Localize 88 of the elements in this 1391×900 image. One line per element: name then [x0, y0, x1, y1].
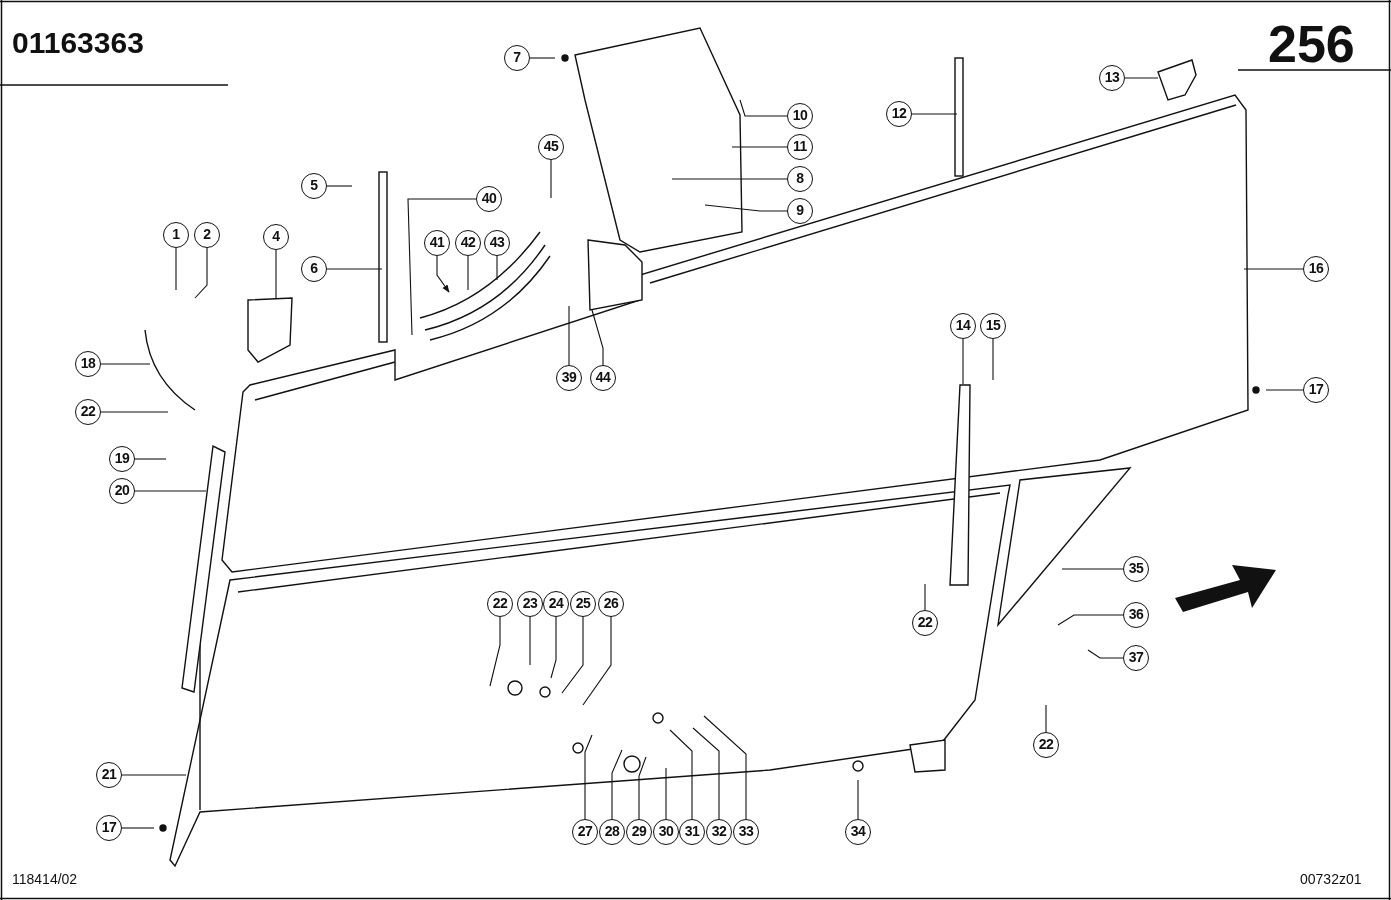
- leader-line: [275, 249, 277, 299]
- leader-line: [529, 616, 531, 666]
- callout-number: 17: [1303, 377, 1329, 403]
- leader-line: [407, 198, 477, 336]
- callout-number: 37: [1123, 645, 1149, 671]
- leader-line: [704, 204, 788, 212]
- leader-line: [134, 490, 207, 492]
- callout-number: 18: [75, 351, 101, 377]
- leader-line: [703, 715, 747, 820]
- leader-line: [529, 57, 556, 59]
- leader-line: [924, 583, 926, 611]
- callout-number: 32: [706, 819, 732, 845]
- callout-number: 7: [504, 45, 530, 71]
- callout-number: 6: [301, 256, 327, 282]
- leader-line: [326, 268, 383, 270]
- callout-number: 13: [1099, 65, 1125, 91]
- leader-line: [665, 767, 667, 820]
- leader-line: [1045, 704, 1047, 733]
- leader-line: [489, 616, 501, 687]
- callout-number: 35: [1123, 556, 1149, 582]
- callout-number: 36: [1123, 602, 1149, 628]
- reference-number: 00732z01: [1300, 872, 1362, 886]
- leader-line: [326, 185, 353, 187]
- leader-line: [992, 338, 994, 381]
- callout-number: 34: [845, 819, 871, 845]
- callout-number: 22: [75, 399, 101, 425]
- leader-line: [550, 616, 557, 679]
- leader-line: [550, 159, 552, 199]
- leader-line: [496, 255, 498, 281]
- leader-line: [671, 178, 788, 180]
- callout-number: 21: [96, 762, 122, 788]
- leader-line: [638, 756, 647, 820]
- leader-line: [669, 729, 693, 820]
- callout-number: 22: [1033, 732, 1059, 758]
- callout-number: 45: [538, 134, 564, 160]
- callout-number: 42: [455, 230, 481, 256]
- leader-line: [611, 749, 623, 820]
- callout-number: 5: [301, 173, 327, 199]
- callout-number: 12: [886, 101, 912, 127]
- leader-line: [582, 616, 612, 706]
- callout-number: 2: [194, 222, 220, 248]
- callout-number: 8: [787, 166, 813, 192]
- callout-number: 33: [733, 819, 759, 845]
- callout-number: 28: [599, 819, 625, 845]
- leader-line: [100, 411, 169, 413]
- leader-line: [436, 255, 450, 293]
- leader-line: [857, 779, 859, 820]
- callout-number: 43: [484, 230, 510, 256]
- leader-line: [692, 727, 720, 820]
- page-number: 256: [1268, 18, 1355, 70]
- callout-number: 30: [653, 819, 679, 845]
- leader-line: [962, 338, 964, 385]
- leader-line: [100, 363, 151, 365]
- leader-line: [739, 99, 788, 117]
- callout-number: 16: [1303, 256, 1329, 282]
- leader-line: [584, 734, 593, 820]
- leader-line: [134, 458, 167, 460]
- leader-line: [121, 827, 155, 829]
- leader-line: [175, 247, 177, 291]
- leader-line: [1061, 568, 1124, 570]
- leader-line: [568, 305, 570, 366]
- leader-line: [731, 146, 788, 148]
- leader-line: [467, 255, 469, 291]
- callout-number: 40: [476, 186, 502, 212]
- callout-number: 9: [787, 198, 813, 224]
- callout-number: 41: [424, 230, 450, 256]
- callout-number: 11: [787, 134, 813, 160]
- callout-number: 10: [787, 103, 813, 129]
- reference-number: 118414/02: [12, 872, 78, 886]
- drawing-number: 01163363: [12, 28, 144, 58]
- callout-number: 19: [109, 446, 135, 472]
- leader-line: [121, 774, 187, 776]
- leader-line: [911, 113, 958, 115]
- callout-number: 29: [626, 819, 652, 845]
- leader-line: [561, 616, 584, 694]
- leader-line: [591, 309, 604, 366]
- callout-number: 17: [96, 815, 122, 841]
- leader-line: [1124, 77, 1159, 79]
- callout-number: 31: [679, 819, 705, 845]
- leader-line: [1265, 389, 1304, 391]
- callout-number: 4: [263, 224, 289, 250]
- callout-number: 1: [163, 222, 189, 248]
- leader-line: [1087, 649, 1124, 659]
- callout-number: 20: [109, 478, 135, 504]
- callout-number: 27: [572, 819, 598, 845]
- leader-line: [194, 247, 208, 299]
- leader-line: [1243, 268, 1304, 270]
- leader-line: [1057, 614, 1124, 626]
